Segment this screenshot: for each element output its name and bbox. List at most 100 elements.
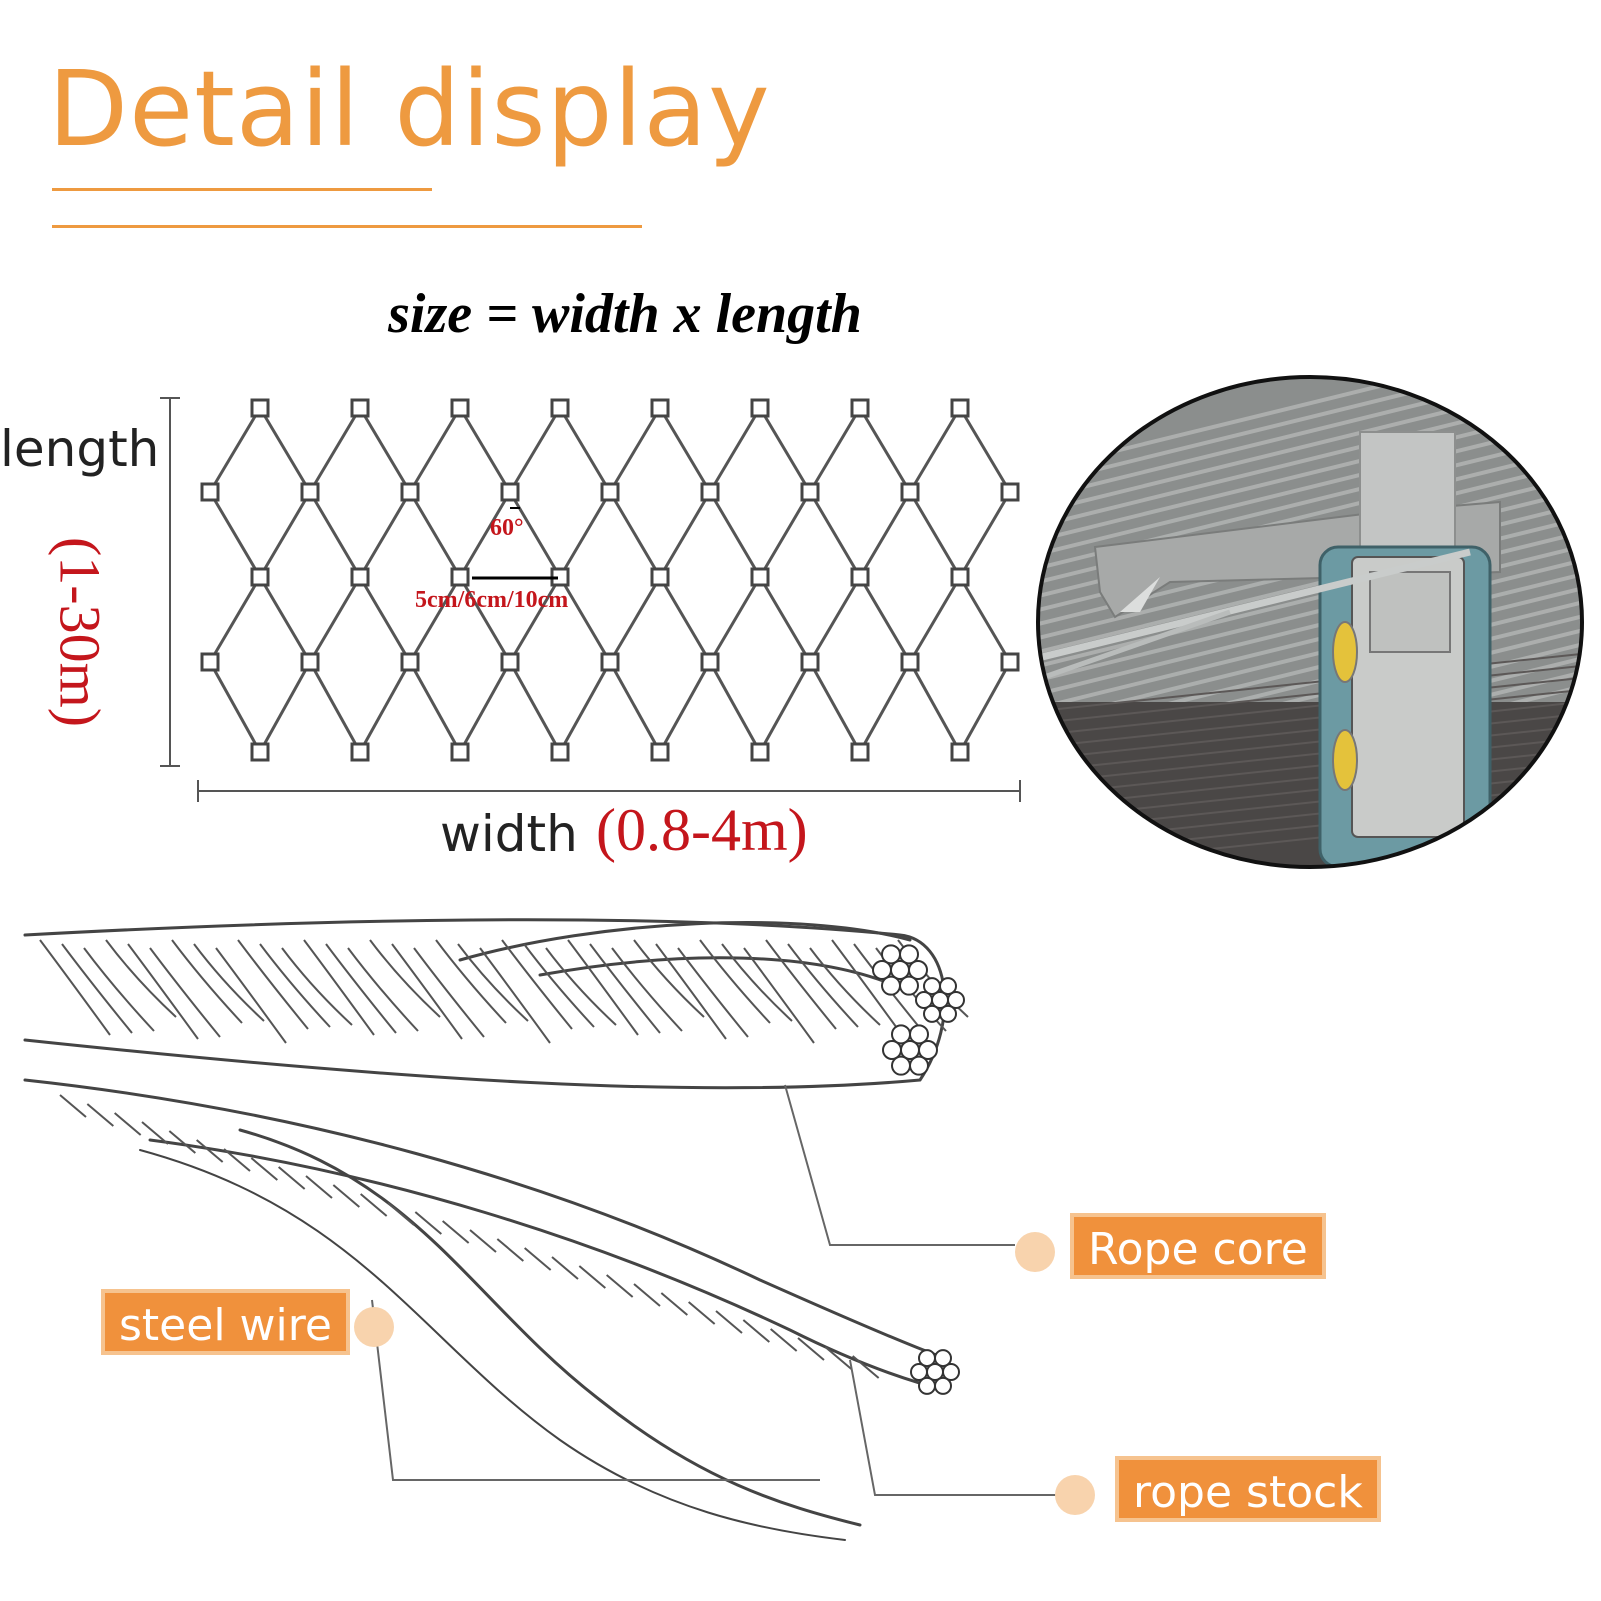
rope-stock-leader-line — [849, 1359, 1060, 1496]
mesh-wire-segment — [408, 407, 462, 493]
mesh-ferrule-node — [350, 398, 370, 418]
rope-stock-texture — [114, 1112, 142, 1136]
rope-core-wire-end — [872, 960, 892, 980]
rope-strand-texture — [589, 943, 661, 1034]
mesh-ferrule-node — [500, 482, 520, 502]
rope-strand-texture — [413, 947, 485, 1038]
mesh-wire-segment — [658, 661, 712, 753]
mesh-wire-segment — [758, 661, 812, 753]
mesh-wire-segment — [408, 491, 462, 578]
mesh-wire-segment — [458, 661, 512, 753]
mesh-ferrule-node — [600, 652, 620, 672]
mesh-wire-segment — [308, 661, 362, 753]
photo-floor-grain — [1038, 723, 1582, 785]
wire-rope-diagram — [23, 918, 1060, 1541]
mesh-ferrule-node — [200, 482, 220, 502]
rope-stock-texture — [770, 1328, 798, 1352]
mesh-ferrule-node — [250, 742, 270, 762]
mesh-wire-segment — [558, 661, 612, 753]
mesh-wire-segment — [908, 576, 962, 663]
photo-cable-line — [1038, 526, 1582, 670]
rope-strand-texture — [809, 947, 881, 1026]
caliper-measuring-cable-photo — [1036, 375, 1584, 869]
mesh-ferrule-node — [550, 742, 570, 762]
mesh-wire-segment — [408, 576, 462, 663]
photo-cable-line — [1038, 377, 1582, 474]
rope-stock-texture — [688, 1301, 716, 1325]
mesh-ferrule-node — [900, 482, 920, 502]
mesh-ferrule-node — [800, 652, 820, 672]
mesh-ferrule-node — [900, 652, 920, 672]
rope-core-wire-end — [915, 991, 933, 1009]
mesh-wire-segment — [608, 661, 662, 753]
rope-stock-texture — [606, 1274, 634, 1298]
rope-stock-texture — [469, 1229, 497, 1253]
rope-strand-texture — [501, 939, 573, 1030]
mesh-ferrule-node — [450, 742, 470, 762]
mesh-wire-segment — [558, 407, 612, 493]
mesh-ferrule-node — [800, 482, 820, 502]
rope-stock-tag: rope stock — [1115, 1456, 1381, 1522]
mesh-wire-segment — [708, 407, 762, 493]
mesh-ferrule-node — [750, 742, 770, 762]
rope-strand-texture — [369, 939, 441, 1018]
rope-stock-texture — [797, 1337, 825, 1361]
rope-core-dot — [1015, 1232, 1055, 1272]
mesh-wire-segment — [808, 576, 862, 663]
rope-core-leader-line — [784, 1084, 1015, 1246]
mesh-ferrule-node — [750, 567, 770, 587]
rope-strand-texture — [149, 947, 221, 1038]
rope-strand-texture — [391, 943, 463, 1040]
mesh-ferrule-node — [200, 652, 220, 672]
mesh-wire-segment — [458, 491, 512, 578]
mesh-ferrule-node — [950, 567, 970, 587]
mesh-wire-segment — [958, 576, 1012, 663]
rope-strand-texture — [171, 939, 243, 1024]
mesh-ferrule-node — [300, 652, 320, 672]
rope-stock-texture — [551, 1256, 579, 1280]
rope-strand-texture — [567, 939, 639, 1036]
rope-strand-texture — [655, 943, 727, 1040]
rope-strand-texture — [435, 939, 507, 1024]
rope-stock-wire-end — [910, 1363, 928, 1381]
mesh-wire-segment — [758, 576, 812, 663]
rope-stock-texture — [86, 1103, 114, 1127]
rope-strand-texture — [61, 943, 133, 1034]
rope-core-wire-end — [909, 1024, 929, 1045]
photo-floor-grain — [1038, 735, 1582, 797]
rope-core-wire-end — [899, 975, 919, 996]
rope-stock-wire-end — [942, 1363, 960, 1381]
rope-strand-texture — [831, 939, 903, 1036]
mesh-ferrule-node — [250, 567, 270, 587]
rope-stock-texture — [250, 1157, 278, 1181]
rope-core-wire-end — [923, 977, 941, 996]
mesh-ferrule-node — [300, 482, 320, 502]
mesh-ferrule-node — [700, 652, 720, 672]
rope-stock-texture — [660, 1292, 688, 1316]
rope-stock-texture — [141, 1121, 169, 1145]
rope-strand-texture — [39, 939, 111, 1036]
mesh-wire-segment — [858, 661, 912, 753]
rope-strand-texture — [677, 947, 749, 1038]
mesh-wire-segment — [558, 576, 612, 663]
rope-strand-texture — [281, 947, 353, 1026]
rope-stock-wire-end — [918, 1349, 936, 1368]
mesh-wire-segment — [658, 491, 712, 578]
mesh-wire-segment — [508, 407, 562, 493]
mesh-ferrule-node — [750, 398, 770, 418]
steel-wire-strand — [238, 1128, 862, 1527]
rope-strand-texture — [259, 943, 331, 1028]
mesh-ferrule-node — [1000, 482, 1020, 502]
size-formula: size = width x length — [388, 283, 862, 345]
rope-strand-texture — [347, 947, 419, 1032]
rope-core-wire-end — [882, 1040, 902, 1060]
photo-cable-line — [1038, 568, 1582, 712]
rope-core-wire-end — [939, 1004, 957, 1023]
photo-cable-line — [1038, 554, 1582, 698]
rope-stock-texture — [59, 1094, 87, 1118]
rope-strand-texture — [743, 947, 815, 1044]
mesh-wire-segment — [658, 576, 712, 663]
mesh-wire-segment — [858, 407, 912, 493]
photo-floor-grain — [1038, 687, 1582, 749]
rope-stock-wire-end — [934, 1376, 952, 1395]
